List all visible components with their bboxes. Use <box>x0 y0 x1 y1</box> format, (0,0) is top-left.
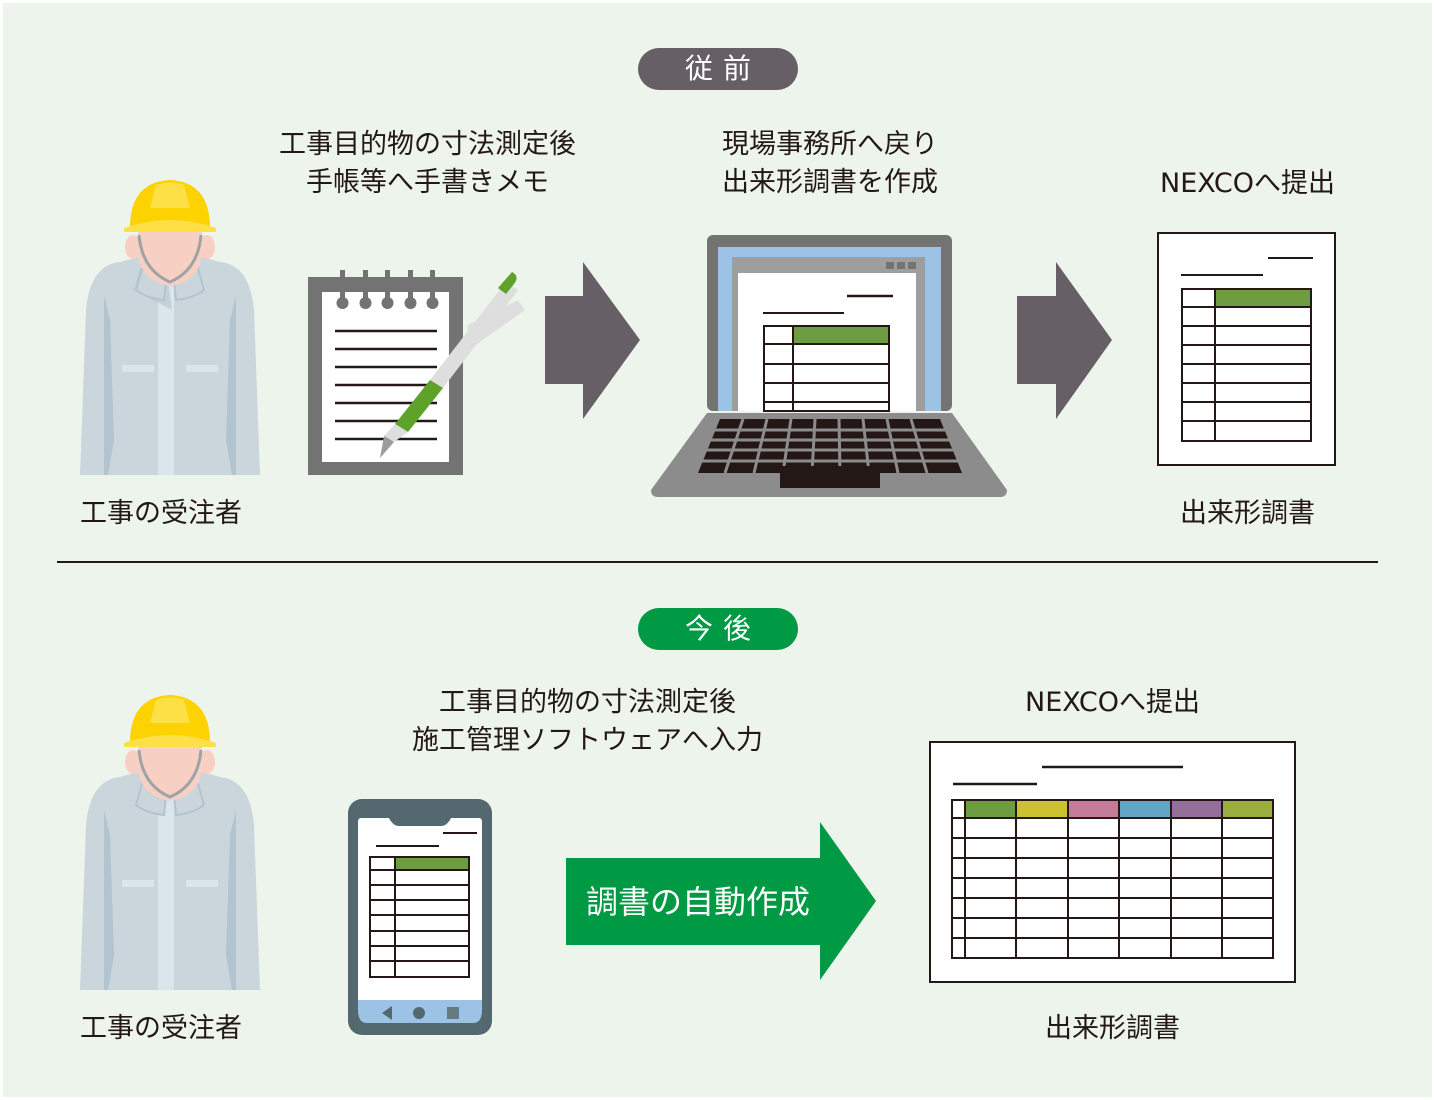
before-pill-label: 従前 <box>684 52 761 85</box>
after-submit-heading: NEXCOへ提出 <box>1025 687 1200 718</box>
auto-create-label: 調書の自動作成 <box>586 883 811 921</box>
after-worker-label: 工事の受注者 <box>80 1013 242 1044</box>
document-icon[interactable] <box>1157 232 1337 466</box>
arrow-right-icon[interactable] <box>545 262 641 419</box>
before-step2-line2: 出来形調書を作成 <box>722 167 938 198</box>
before-doc-label: 出来形調書 <box>1180 498 1315 529</box>
arrow-right-icon[interactable] <box>1017 262 1113 419</box>
before-submit-heading: NEXCOへ提出 <box>1160 168 1335 199</box>
worker-icon <box>80 180 260 475</box>
laptop-icon <box>651 235 1007 497</box>
smartphone-icon[interactable] <box>347 798 493 1036</box>
before-pill: 従前 <box>638 48 798 90</box>
after-doc-label: 出来形調書 <box>1045 1013 1180 1044</box>
section-divider <box>57 561 1378 563</box>
before-step1-line1: 工事目的物の寸法測定後 <box>279 129 576 160</box>
after-pill: 今後 <box>638 608 798 650</box>
worker-icon <box>80 695 260 990</box>
after-step1-line1: 工事目的物の寸法測定後 <box>439 687 736 718</box>
spreadsheet-document-icon[interactable] <box>929 741 1296 983</box>
notepad-pen-icon <box>308 270 525 475</box>
before-worker-label: 工事の受注者 <box>80 498 242 529</box>
after-pill-label: 今後 <box>684 612 761 645</box>
before-step1-line2: 手帳等へ手書きメモ <box>306 167 549 198</box>
after-step1-line2: 施工管理ソフトウェアへ入力 <box>412 725 763 756</box>
auto-create-arrow[interactable] <box>566 822 876 980</box>
before-step2-line1: 現場事務所へ戻り <box>722 129 938 160</box>
